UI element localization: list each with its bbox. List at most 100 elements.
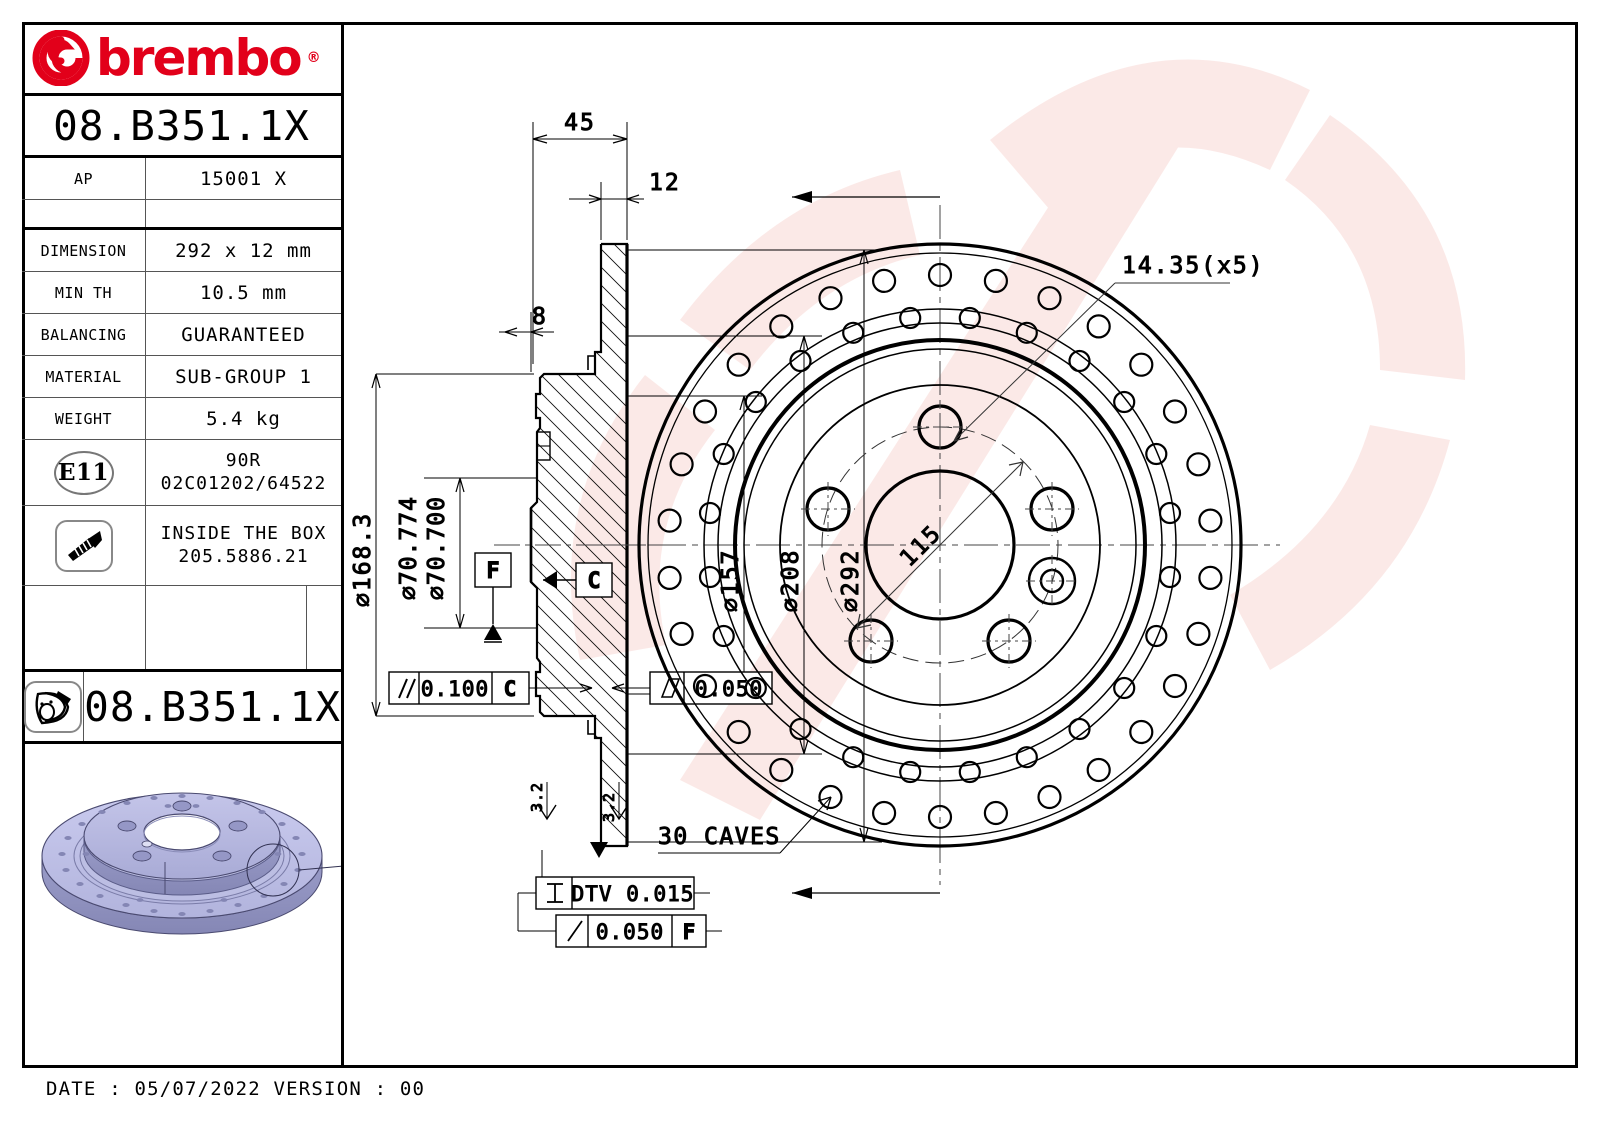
dim-70 bbox=[424, 477, 536, 629]
brake-disc-glyph-icon bbox=[35, 690, 71, 724]
pilot-hole bbox=[1026, 555, 1078, 607]
balancing-label-text: BALANCING bbox=[40, 325, 127, 344]
dim-8-label: 8 bbox=[532, 304, 548, 330]
view-direction-arrow-bottom bbox=[792, 887, 940, 899]
view-direction-arrow-top bbox=[792, 191, 940, 203]
gdt-dtv-tol: 0.015 bbox=[626, 882, 694, 906]
gdt-dtv-symbol: DTV bbox=[572, 882, 613, 906]
dim-292-label: ⌀292 bbox=[838, 549, 864, 612]
callout-caves bbox=[658, 796, 832, 854]
spacer-label bbox=[22, 200, 146, 227]
datum-f-label: F bbox=[486, 559, 499, 584]
datum-triangle-bottom bbox=[590, 842, 608, 858]
disc-3d-svg bbox=[41, 792, 341, 935]
circle-bore bbox=[864, 469, 1016, 621]
bolt-hole bbox=[1025, 482, 1079, 536]
surface-finish-left bbox=[537, 782, 557, 821]
title-block: brembo ® 08.B351.1X AP 15001 X DIMENSION… bbox=[22, 22, 344, 1068]
surface-finish-right-label: 3.2 bbox=[600, 792, 618, 822]
dim-12 bbox=[569, 182, 644, 240]
min-th-value: 10.5 mm bbox=[199, 281, 288, 304]
row-spacer bbox=[22, 200, 341, 230]
material-label: MATERIAL bbox=[22, 356, 146, 397]
brembo-mark-icon bbox=[32, 29, 90, 86]
blank-divider bbox=[146, 586, 307, 669]
circle-280 bbox=[647, 252, 1233, 838]
e11-cell: E11 bbox=[22, 440, 146, 505]
homologation-line1: 90R bbox=[225, 450, 262, 471]
bolt-hole bbox=[844, 614, 898, 668]
part-code: 08.B351.1X bbox=[53, 101, 310, 150]
dim-70-upper-label: ⌀70.774 bbox=[396, 496, 422, 600]
dimension-label: DIMENSION bbox=[22, 230, 146, 271]
circle-245 bbox=[703, 308, 1177, 782]
dimension-label-text: DIMENSION bbox=[40, 241, 127, 260]
footer-date-version: DATE : 05/07/2022 VERSION : 00 bbox=[46, 1078, 426, 1100]
bolt-hole bbox=[913, 400, 967, 454]
weight-value: 5.4 kg bbox=[206, 407, 281, 430]
screw-icon-cell bbox=[22, 506, 146, 585]
dim-168 bbox=[371, 373, 534, 717]
dim-70-lower-label: ⌀70.700 bbox=[424, 496, 450, 600]
part-code-repeat-cell: 08.B351.1X bbox=[84, 683, 341, 731]
dim-8 bbox=[499, 312, 554, 372]
screw-icon bbox=[54, 519, 113, 572]
row-min-th: MIN TH 10.5 mm bbox=[22, 272, 341, 314]
balancing-label: BALANCING bbox=[22, 314, 146, 355]
balancing-value: GUARANTEED bbox=[181, 323, 306, 346]
row-balancing: BALANCING GUARANTEED bbox=[22, 314, 341, 356]
weight-label-text: WEIGHT bbox=[54, 409, 113, 428]
screws-line2: 205.5886.21 bbox=[178, 545, 309, 567]
dim-12-label: 12 bbox=[649, 170, 681, 196]
ap-value: 15001 X bbox=[199, 167, 288, 190]
disc-3d-render bbox=[22, 744, 341, 952]
gdt-dtv-text: DTV 0.015 bbox=[572, 882, 695, 906]
gdt-parallelism-tol: 0.100 bbox=[421, 677, 489, 701]
dim-208-label: ⌀208 bbox=[778, 549, 804, 612]
dim-157-label: ⌀157 bbox=[718, 549, 744, 612]
callout-bolt-dia bbox=[953, 282, 1230, 442]
circle-196 bbox=[743, 348, 1137, 742]
gdt-parallelism-datum: C bbox=[504, 677, 517, 701]
screw-glyph-icon bbox=[67, 530, 102, 561]
datum-c bbox=[543, 562, 613, 598]
brand-name: brembo bbox=[96, 28, 303, 87]
drilled-caves-outer bbox=[657, 262, 1223, 830]
dim-45-label: 45 bbox=[564, 110, 596, 136]
disc-icon-cell bbox=[22, 672, 85, 741]
row-ap: AP 15001 X bbox=[22, 158, 341, 200]
dim-168-label: ⌀168.3 bbox=[350, 512, 376, 607]
min-th-label: MIN TH bbox=[22, 272, 146, 313]
circle-208 bbox=[733, 338, 1147, 752]
brembo-logo: brembo ® bbox=[22, 22, 341, 96]
dim-115-label: 115 bbox=[895, 520, 947, 572]
dim-115 bbox=[856, 461, 1024, 629]
dimension-value: 292 x 12 mm bbox=[175, 239, 312, 262]
callout-bolt-dia-label: 14.35(x5) bbox=[1122, 253, 1265, 279]
row-part-repeat: 08.B351.1X bbox=[22, 672, 341, 744]
homologation-line2: 02C01202/64522 bbox=[160, 472, 327, 494]
technical-drawing-svg: 45 12 8 bbox=[350, 110, 1280, 948]
weight-label: WEIGHT bbox=[22, 398, 146, 439]
homologation-value: 90R 02C01202/64522 bbox=[146, 450, 341, 495]
dim-45 bbox=[532, 122, 628, 364]
datum-f bbox=[474, 552, 512, 643]
drawing-frame bbox=[22, 22, 1578, 1068]
circle-hat bbox=[779, 384, 1101, 706]
bolt-holes bbox=[801, 400, 1079, 668]
drilled-caves-inner bbox=[698, 306, 1182, 784]
dim-208 bbox=[628, 335, 822, 755]
datum-c-label: C bbox=[587, 569, 600, 594]
brake-disc-icon bbox=[23, 680, 82, 733]
screws-line1: INSIDE THE BOX bbox=[160, 523, 327, 544]
gdt-runout-datum: F bbox=[683, 920, 696, 944]
callout-caves-label: 30 CAVES bbox=[658, 824, 781, 850]
registered-mark: ® bbox=[306, 49, 321, 66]
gdt-runout-tol: 0.050 bbox=[596, 920, 664, 944]
blank-left bbox=[22, 586, 146, 669]
row-screws: INSIDE THE BOX 205.5886.21 bbox=[22, 506, 341, 586]
row-blank bbox=[22, 586, 341, 672]
screws-value: INSIDE THE BOX 205.5886.21 bbox=[146, 523, 341, 568]
section-hatching bbox=[531, 244, 627, 846]
material-label-text: MATERIAL bbox=[45, 367, 122, 386]
